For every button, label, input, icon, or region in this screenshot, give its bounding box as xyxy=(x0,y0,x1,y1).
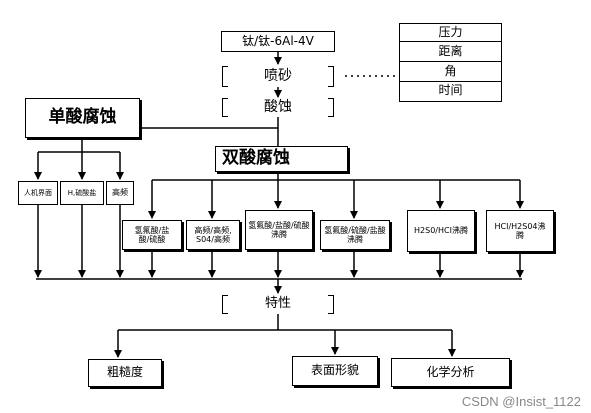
result-box: 化学分析 xyxy=(391,358,510,387)
double-item-box: 氢氟酸/硫酸/盐酸 沸腾 xyxy=(320,220,390,250)
single-item-label: H,硫酸盐 xyxy=(67,188,97,197)
params-table: 压力 距离 角 时间 xyxy=(399,23,502,102)
double-item-box: 氢氟酸/盐 酸/硫酸 xyxy=(122,220,182,250)
result-label: 化学分析 xyxy=(426,364,475,379)
single-acid-box: 单酸腐蚀 xyxy=(25,98,140,138)
param-distance: 距离 xyxy=(438,43,463,58)
single-acid-label: 单酸腐蚀 xyxy=(48,107,117,128)
result-box: 表面形貌 xyxy=(292,356,378,386)
single-item-label: 人机界面 xyxy=(24,188,52,197)
double-item-box: 氢氟酸/盐酸/硫酸 沸腾 xyxy=(245,210,313,250)
single-item-label: 高频 xyxy=(112,188,128,198)
double-item-label: 氢氟酸/盐 酸/硫酸 xyxy=(134,225,170,244)
single-item-box: H,硫酸盐 xyxy=(60,181,104,205)
double-item-label: H2S0/HCI沸腾 xyxy=(414,226,468,236)
double-item-box: H2S0/HCI沸腾 xyxy=(407,210,475,252)
double-item-label: 氢氟酸/盐酸/硫酸 沸腾 xyxy=(248,220,310,239)
result-label: 表面形貌 xyxy=(310,363,359,378)
result-label: 粗糙度 xyxy=(106,365,143,380)
double-item-box: 高频/高频, S04/高频 xyxy=(186,220,240,250)
double-item-label: HCI/H2S04沸 腾 xyxy=(494,221,546,240)
acid-etch-box: 酸蚀 xyxy=(222,98,334,117)
param-angle: 角 xyxy=(444,63,457,78)
double-item-label: 氢氟酸/硫酸/盐酸 沸腾 xyxy=(324,225,386,244)
double-acid-label: 双酸腐蚀 xyxy=(222,148,290,169)
param-cell: 角 xyxy=(400,62,501,82)
result-box: 粗糙度 xyxy=(88,359,162,387)
single-item-box: 高频 xyxy=(106,181,134,205)
acid-etch-label: 酸蚀 xyxy=(264,99,292,116)
double-item-label: 高频/高频, S04/高频 xyxy=(194,225,232,244)
material-label: 钛/钛-6Al-4V xyxy=(242,33,314,48)
single-item-box: 人机界面 xyxy=(18,181,58,205)
double-item-box: HCI/H2S04沸 腾 xyxy=(486,210,554,252)
double-acid-box: 双酸腐蚀 xyxy=(215,146,348,172)
param-cell: 压力 xyxy=(400,24,501,42)
material-box: 钛/钛-6Al-4V xyxy=(221,31,335,52)
param-cell: 距离 xyxy=(400,42,501,62)
watermark: CSDN @Insist_1122 xyxy=(461,394,581,409)
sandblast-box: 喷砂 xyxy=(222,66,334,87)
sandblast-label: 喷砂 xyxy=(264,68,292,85)
param-time: 时间 xyxy=(438,83,463,98)
property-label: 特性 xyxy=(264,296,291,312)
param-pressure: 压力 xyxy=(438,24,463,39)
property-box: 特性 xyxy=(222,295,334,314)
param-cell: 时间 xyxy=(400,82,501,100)
